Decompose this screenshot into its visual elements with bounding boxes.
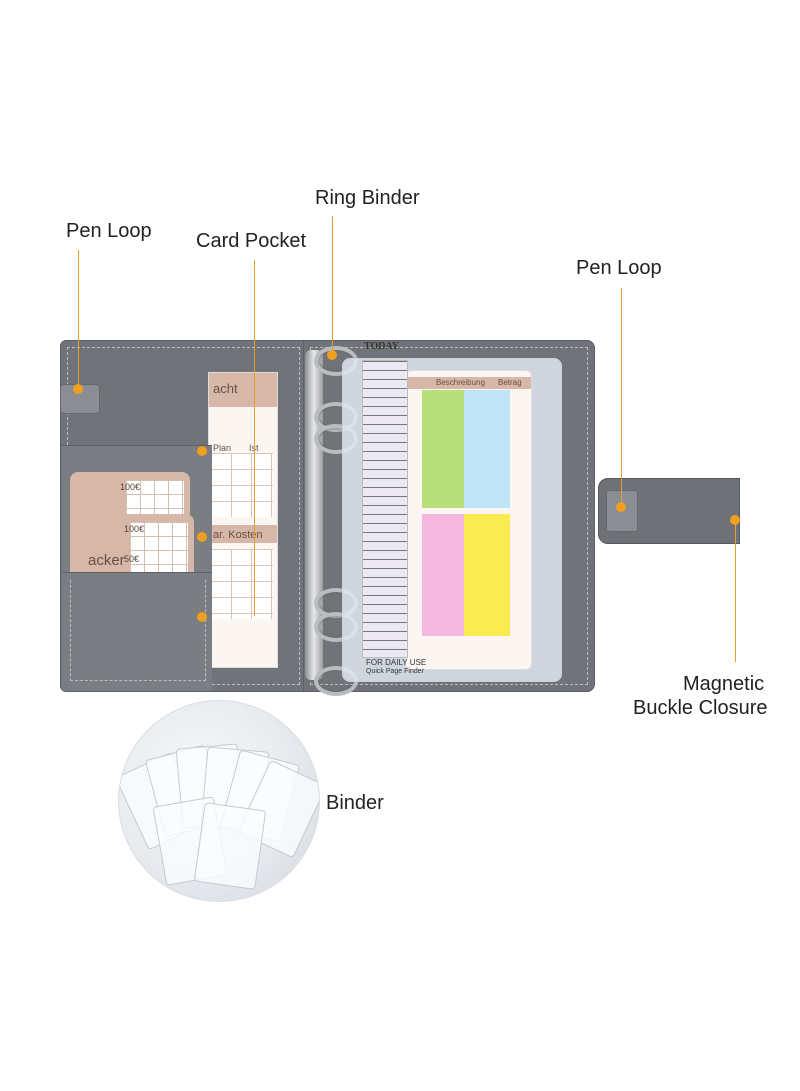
label-card-pocket: Card Pocket — [196, 230, 307, 252]
col-ist: Ist — [249, 443, 259, 453]
ruler-bookmark — [362, 360, 408, 658]
callout-dot-card-pocket-1 — [197, 446, 207, 456]
callout-line-pen-loop-left — [78, 250, 79, 388]
callout-dot-ring-binder — [327, 350, 337, 360]
sticky-pink — [422, 514, 464, 636]
pocket-stitching — [70, 580, 206, 681]
callout-line-magnetic — [735, 522, 736, 662]
sticky-green — [422, 390, 464, 508]
callout-line-pen-loop-right — [621, 288, 622, 504]
bottom-pocket — [62, 572, 212, 691]
callout-dot-card-pocket-3 — [197, 612, 207, 622]
callout-dot-magnetic — [730, 515, 740, 525]
callout-dot-pen-loop-right — [616, 502, 626, 512]
kosten-title: ar. Kosten — [213, 529, 263, 541]
binder-sleeves-inset — [118, 700, 320, 902]
col-beschreibung: Beschreibung — [436, 378, 485, 387]
label-pen-loop-right: Pen Loop — [576, 257, 662, 279]
col-plan: Plan — [213, 443, 232, 453]
callout-line-card-pocket — [254, 260, 255, 616]
sticky-blue — [464, 390, 510, 508]
callout-dot-card-pocket-2 — [197, 532, 207, 542]
callout-dot-pen-loop-left — [73, 384, 83, 394]
callout-line-ring-binder — [332, 216, 333, 354]
page-footer-2: Quick Page Finder — [366, 668, 424, 675]
label-magnetic-line2: Buckle Closure — [633, 697, 768, 719]
label-magnetic-line1: Magnetic — [683, 673, 765, 695]
budget-sheet-title: acht — [213, 381, 238, 396]
today-tab: TODAY — [364, 341, 400, 352]
tracker-card-text: acker — [88, 552, 125, 569]
sticky-yellow — [464, 514, 510, 636]
label-pen-loop-left: Pen Loop — [66, 220, 152, 242]
page-footer-1: FOR DAILY USE — [366, 658, 427, 667]
label-binder: Binder — [326, 792, 384, 814]
label-ring-binder: Ring Binder — [315, 187, 420, 209]
budget-sheet: acht Plan Ist ar. Kosten — [208, 372, 278, 668]
col-betrag: Betrag — [498, 378, 522, 387]
